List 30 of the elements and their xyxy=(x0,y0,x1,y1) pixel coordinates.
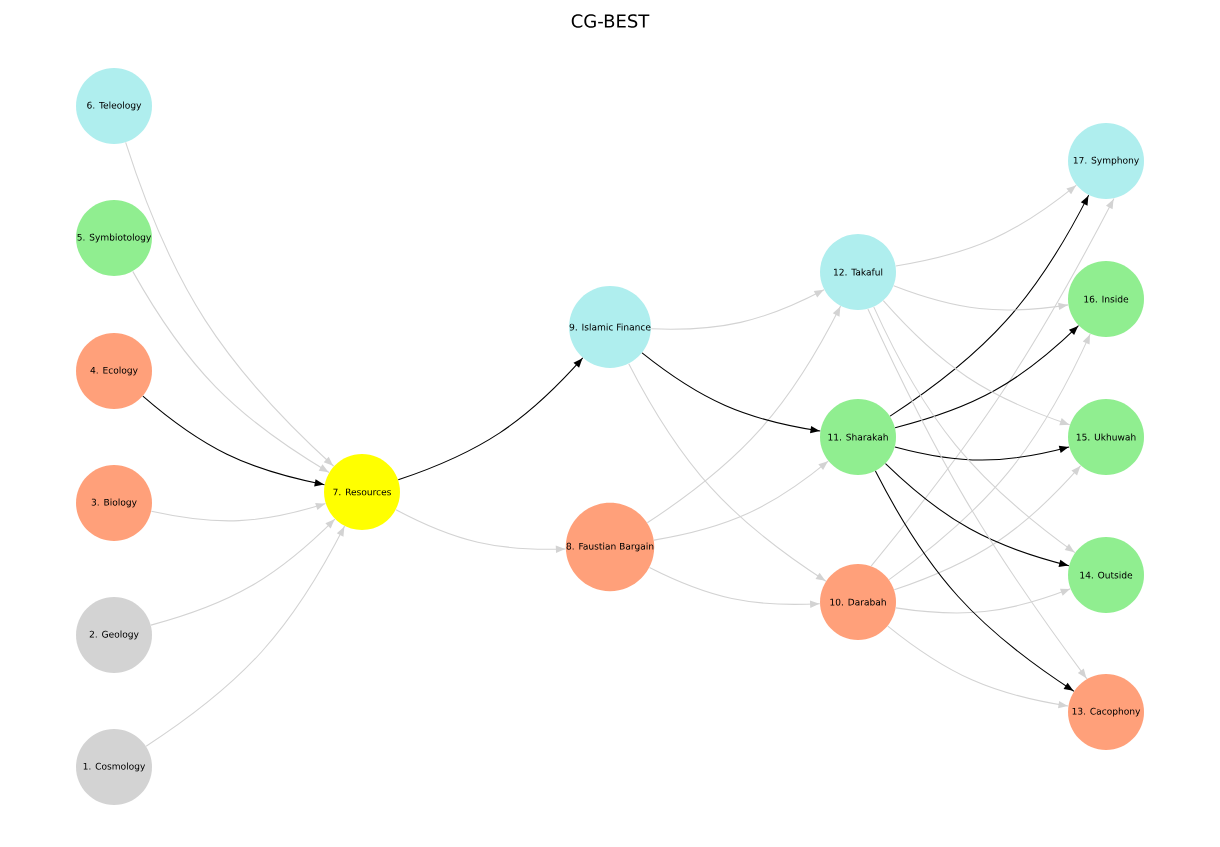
arrow xyxy=(870,197,1115,567)
arrow xyxy=(867,308,1088,680)
arrow xyxy=(145,525,346,747)
arrow xyxy=(873,306,1076,554)
arrow xyxy=(132,270,330,473)
arrow xyxy=(397,357,584,481)
arrow xyxy=(648,567,821,608)
arrow xyxy=(889,194,1090,417)
arrow xyxy=(888,333,1091,581)
arrow xyxy=(895,588,1071,614)
arrow xyxy=(882,300,1071,426)
arrow xyxy=(650,289,825,330)
arrow xyxy=(874,470,1075,692)
arrow xyxy=(894,325,1080,429)
arrow xyxy=(893,465,1082,591)
arrow xyxy=(150,518,336,626)
arrow xyxy=(628,363,827,582)
arrow xyxy=(894,445,1070,461)
arrow xyxy=(142,395,325,487)
arrow xyxy=(646,305,842,524)
arrow xyxy=(653,460,829,541)
title: CG-BEST xyxy=(571,14,650,28)
arrow xyxy=(893,285,1069,311)
arrow xyxy=(895,184,1077,267)
arrow xyxy=(395,509,567,553)
arrow xyxy=(884,463,1070,567)
arrow xyxy=(150,502,327,522)
arrow xyxy=(641,352,821,434)
arrow xyxy=(125,141,335,467)
arrow xyxy=(887,625,1069,709)
